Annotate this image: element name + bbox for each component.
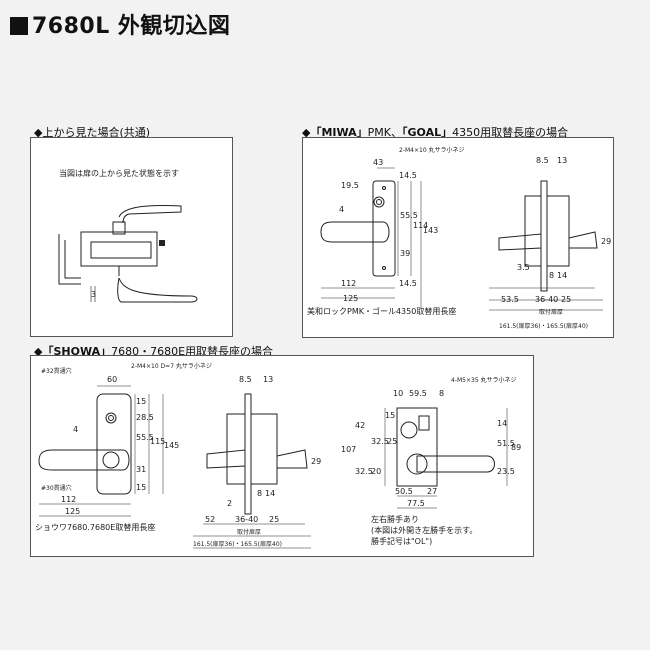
dim-miwa-36-40: 36-40	[535, 295, 558, 304]
miwa-span-label: 161.5(扉厚36)・165.5(扉厚40)	[499, 322, 588, 330]
dim-miwa-112: 112	[341, 279, 356, 288]
dim-showa-right-89: 89	[511, 443, 521, 452]
miwa-mount-label: 取付扉厚	[539, 308, 563, 316]
showa-hole30: #30貫通穴	[41, 484, 72, 492]
dim-showa-right-27: 27	[427, 487, 437, 496]
dim-showa-right-15: 15	[385, 411, 395, 420]
title-square-icon	[10, 17, 28, 35]
top-view-drawing: 3	[58, 205, 198, 303]
miwa-footer: 美和ロックPMK・ゴール4350取替用長座	[307, 307, 457, 316]
dim-showa-right-23-5: 23.5	[497, 467, 515, 476]
miwa-goal-drawing: 2-M4×10 丸サラ小ネジ 43 19.5 4 14.5 55.5 114 1…	[320, 146, 611, 330]
showa-hole32: #32貫通穴	[41, 367, 72, 375]
dim-showa-29: 29	[311, 457, 321, 466]
diamond-icon: ◆	[34, 126, 43, 139]
dim-showa-right-20: 20	[371, 467, 381, 476]
dim-showa-60: 60	[107, 375, 117, 384]
dim-miwa-55-5: 55.5	[400, 211, 418, 220]
dim-miwa-43: 43	[373, 158, 383, 167]
dim-showa-right-51-5: 51.5	[497, 439, 515, 448]
dim-showa-125: 125	[65, 507, 80, 516]
page-title: 7680L 外観切込図	[10, 8, 230, 40]
page-title-text: 7680L 外観切込図	[32, 14, 231, 39]
dim-showa-right-77-5: 77.5	[407, 499, 425, 508]
dim-showa-4: 4	[73, 425, 78, 434]
panel-top-view: 3 当図は扉の上から見た状態を示す	[30, 137, 233, 337]
dim-showa-right-25: 25	[387, 437, 397, 446]
caption-showa: ◆「SHOWA」7680・7680E用取替長座の場合	[34, 345, 274, 358]
dim-showa-right-32-5b: 32.5	[355, 467, 373, 476]
dim-showa-8-5: 8.5	[239, 375, 252, 384]
dim-miwa-14: 14	[557, 271, 567, 280]
dim-showa-28-5: 28.5	[136, 413, 154, 422]
dim-showa-115: 115	[150, 437, 165, 446]
dim-showa-right-32-5a: 32.5	[371, 437, 389, 446]
showa-right-screw: 4-M5×35 丸サラ小ネジ	[451, 376, 517, 384]
dim-showa-right-42: 42	[355, 421, 365, 430]
dim-miwa-143: 143	[423, 226, 438, 235]
dim-showa-13: 13	[263, 375, 273, 384]
panel-showa: #32貫通穴 2-M4×10 D=7 丸サラ小ネジ 60 15 28.5 4 5…	[30, 355, 534, 557]
dim-showa-15a: 15	[136, 397, 146, 406]
panel-miwa-goal: 2-M4×10 丸サラ小ネジ 43 19.5 4 14.5 55.5 114 1…	[302, 137, 614, 338]
dim-showa-15b: 15	[136, 483, 146, 492]
caption-miwa-goal: ◆「MIWA」PMK、「GOAL」4350用取替長座の場合	[302, 126, 569, 139]
dim-showa-right-10: 10	[393, 389, 403, 398]
dim-miwa-8-5: 8.5	[536, 156, 549, 165]
dim-showa-52: 52	[205, 515, 215, 524]
top-view-note: 当図は扉の上から見た状態を示す	[59, 169, 179, 178]
showa-note-line: 勝手記号は"OL")	[371, 537, 433, 546]
dim-showa-right-14: 14	[497, 419, 507, 428]
dim-showa-36-40: 36-40	[235, 515, 258, 524]
dim-miwa-39: 39	[400, 249, 410, 258]
showa-note-line: 左右勝手あり	[371, 515, 419, 524]
dim-miwa-125: 125	[343, 294, 358, 303]
dim-miwa-29: 29	[601, 237, 611, 246]
dim-miwa-14-5b: 14.5	[399, 279, 417, 288]
showa-mount-label: 取付扉厚	[237, 528, 261, 536]
dim-showa-right-8: 8	[439, 389, 444, 398]
dim-top-3: 3	[91, 290, 96, 299]
dim-miwa-114: 114	[413, 221, 428, 230]
dim-showa-14: 14	[265, 489, 275, 498]
miwa-screw-label: 2-M4×10 丸サラ小ネジ	[399, 146, 465, 154]
dim-miwa-3-5: 3.5	[517, 263, 530, 272]
dim-miwa-14-5a: 14.5	[399, 171, 417, 180]
showa-footer: ショウワ7680.7680E取替用長座	[35, 523, 156, 532]
dim-miwa-25: 25	[561, 295, 571, 304]
showa-drawing: #32貫通穴 2-M4×10 D=7 丸サラ小ネジ 60 15 28.5 4 5…	[38, 362, 521, 549]
caption-top-view: ◆上から見た場合(共通)	[34, 126, 151, 139]
dim-showa-112: 112	[61, 495, 76, 504]
dim-miwa-13: 13	[557, 156, 567, 165]
dim-showa-right-107: 107	[341, 445, 356, 454]
showa-note-line: (本図は外開き左勝手を示す。	[371, 526, 478, 535]
dim-miwa-8: 8	[549, 271, 554, 280]
dim-miwa-53-5: 53.5	[501, 295, 519, 304]
showa-screw-label: 2-M4×10 D=7 丸サラ小ネジ	[131, 362, 212, 370]
dim-showa-145: 145	[164, 441, 179, 450]
dim-showa-8: 8	[257, 489, 262, 498]
dim-miwa-19-5: 19.5	[341, 181, 359, 190]
dim-showa-2: 2	[227, 499, 232, 508]
showa-span-label: 161.5(扉厚36)・165.5(扉厚40)	[193, 540, 282, 548]
showa-notes: 左右勝手あり (本図は外開き左勝手を示す。 勝手記号は"OL")	[371, 514, 477, 547]
dim-miwa-4: 4	[339, 205, 344, 214]
dim-showa-31: 31	[136, 465, 146, 474]
diamond-icon: ◆	[34, 345, 43, 358]
dim-showa-25: 25	[269, 515, 279, 524]
dim-showa-55-5: 55.5	[136, 433, 154, 442]
dim-showa-right-50-5: 50.5	[395, 487, 413, 496]
diamond-icon: ◆	[302, 126, 311, 139]
dim-showa-right-59-5: 59.5	[409, 389, 427, 398]
